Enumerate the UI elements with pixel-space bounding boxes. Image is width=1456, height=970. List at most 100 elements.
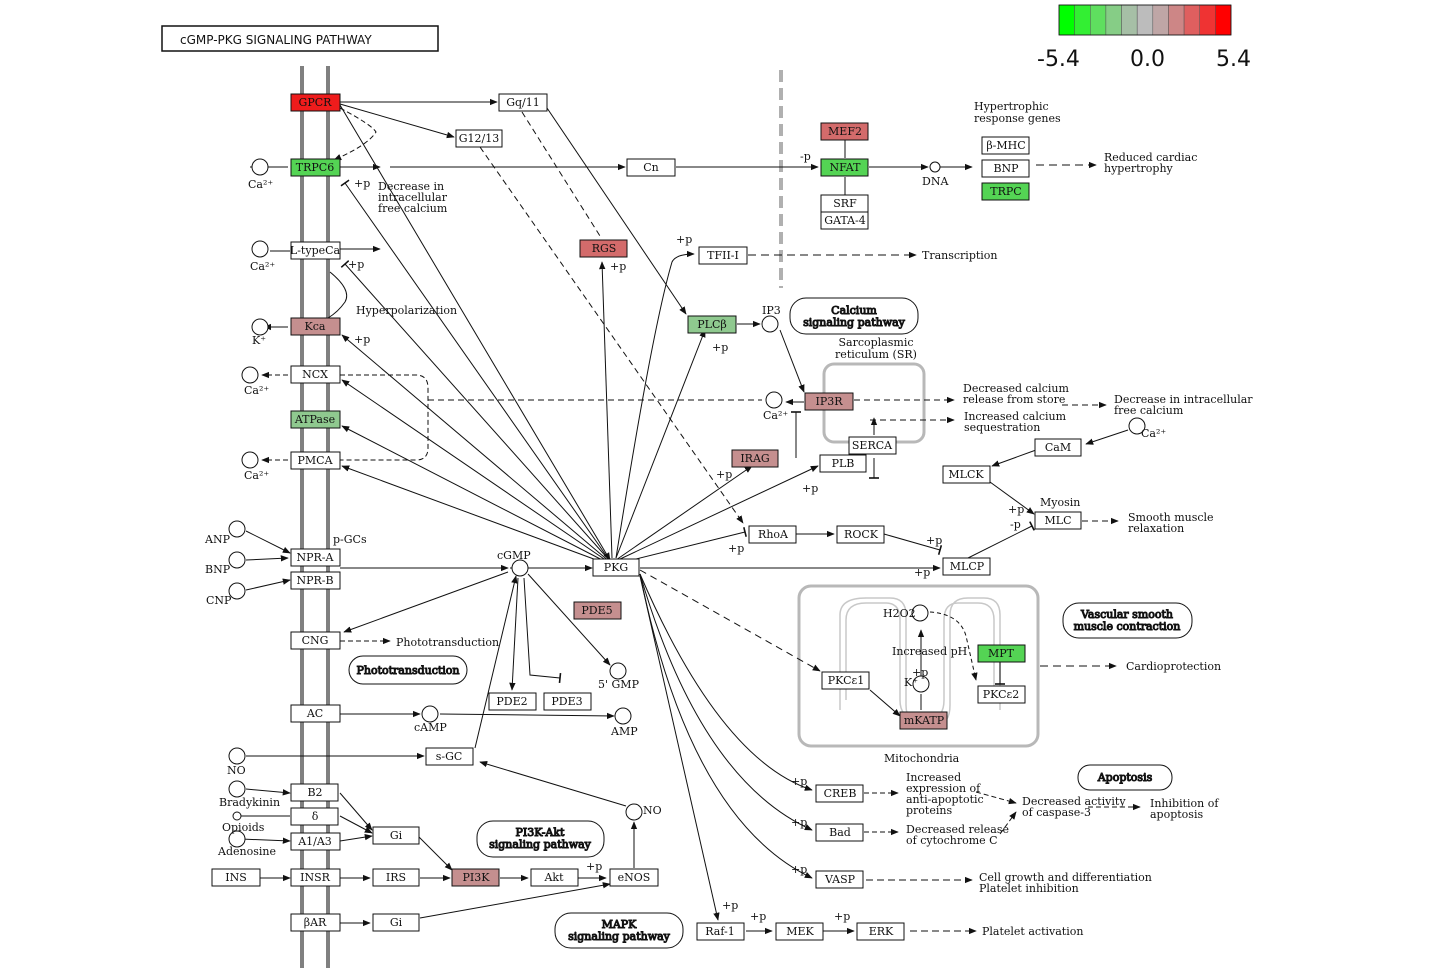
- cgmp-label: cGMP: [497, 549, 531, 562]
- gene-creb[interactable]: CREB: [815, 784, 864, 803]
- plus-p-label: +p: [914, 566, 930, 579]
- gene-cam[interactable]: CaM: [1034, 438, 1082, 457]
- ca-label: Ca²⁺: [250, 260, 275, 273]
- cell-growth-label: Platelet inhibition: [979, 882, 1079, 895]
- gene-pde2[interactable]: PDE2: [488, 692, 537, 711]
- anp-circle: [228, 520, 246, 538]
- apoptosis-pathway-link[interactable]: Apoptosis: [1077, 764, 1173, 791]
- gene-irs[interactable]: IRS: [372, 868, 420, 887]
- gene-gi-lower[interactable]: Gi: [372, 913, 420, 932]
- gene-trpc6[interactable]: TRPC6: [290, 158, 341, 177]
- svg-text:GATA-4: GATA-4: [824, 214, 866, 227]
- gene-insr[interactable]: INSR: [290, 868, 341, 887]
- gene-gq11[interactable]: Gq/11: [498, 93, 548, 112]
- svg-text:IRAG: IRAG: [740, 452, 769, 465]
- plus-p-label: +p: [354, 177, 370, 190]
- gene-cn[interactable]: Cn: [626, 158, 676, 177]
- svg-text:NCX: NCX: [302, 368, 328, 381]
- cytochrome-label: of cytochrome C: [906, 834, 998, 847]
- gene-ip3r[interactable]: IP3R: [804, 392, 854, 411]
- gene-cng[interactable]: CNG: [290, 631, 341, 650]
- gene-mpt[interactable]: MPT: [977, 644, 1026, 663]
- gene-ltype-ca[interactable]: L-typeCa: [290, 241, 341, 260]
- gene-gata4[interactable]: GATA-4: [820, 211, 869, 230]
- gene-gi-upper[interactable]: Gi: [372, 826, 420, 845]
- gene-rhoa[interactable]: RhoA: [748, 525, 797, 544]
- gene-pkg[interactable]: PKG: [592, 558, 640, 577]
- gene-pi3k[interactable]: PI3K: [451, 868, 500, 887]
- hyperpolarization-label: Hyperpolarization: [356, 304, 457, 317]
- gene-pde5[interactable]: PDE5: [573, 601, 622, 620]
- gene-ncx[interactable]: NCX: [290, 365, 341, 384]
- gene-raf1[interactable]: Raf-1: [696, 922, 745, 941]
- gene-npr-b[interactable]: NPR-B: [290, 571, 341, 590]
- mapk-pathway-link[interactable]: MAPK signaling pathway: [554, 912, 684, 949]
- cam-ca-circle: [1128, 417, 1146, 435]
- svg-text:ERK: ERK: [869, 925, 894, 938]
- gene-rock[interactable]: ROCK: [836, 525, 885, 544]
- gene-serca[interactable]: SERCA: [848, 436, 897, 455]
- svg-text:NFAT: NFAT: [830, 161, 862, 174]
- gene-npr-a[interactable]: NPR-A: [290, 548, 341, 567]
- decrease-intracellular-label: Decrease in intracellular: [1114, 393, 1253, 406]
- gene-gpcr[interactable]: GPCR: [290, 93, 341, 112]
- svg-text:MLCP: MLCP: [950, 560, 985, 573]
- caspase-label: Decreased activity: [1022, 795, 1126, 808]
- gene-kca[interactable]: Kca: [290, 317, 341, 336]
- gene-mlc[interactable]: MLC: [1034, 511, 1082, 530]
- opioids-label: Opioids: [222, 821, 265, 834]
- gene-srf[interactable]: SRF: [820, 194, 869, 213]
- gene-pkce2[interactable]: PKCε2: [977, 685, 1026, 704]
- ca-label: Ca²⁺: [763, 409, 788, 422]
- gene-pde3[interactable]: PDE3: [543, 692, 592, 711]
- gene-vasp[interactable]: VASP: [815, 870, 864, 889]
- gene-mek[interactable]: MEK: [775, 922, 824, 941]
- gene-enos[interactable]: eNOS: [609, 868, 659, 887]
- gene-s-gc[interactable]: s-GC: [425, 747, 474, 766]
- myosin-label: Myosin: [1040, 496, 1080, 509]
- sr-ca-circle: [765, 391, 783, 409]
- gene-bnp[interactable]: BNP: [981, 159, 1030, 178]
- gene-rgs[interactable]: RGS: [579, 239, 628, 258]
- gene-nfat[interactable]: NFAT: [820, 158, 869, 177]
- gene-erk[interactable]: ERK: [856, 922, 905, 941]
- svg-text:Apoptosis: Apoptosis: [1097, 771, 1153, 784]
- gene-ac[interactable]: AC: [290, 704, 341, 723]
- gene-irag[interactable]: IRAG: [731, 449, 779, 468]
- antiapoptotic-label: expression of: [906, 782, 981, 795]
- camp-circle: [421, 705, 439, 723]
- svg-text:CREB: CREB: [824, 787, 857, 800]
- gene-mlcp[interactable]: MLCP: [942, 557, 991, 576]
- bnp-circle: [228, 551, 246, 569]
- gene-pmca[interactable]: PMCA: [290, 451, 341, 470]
- gene-plcb[interactable]: PLCβ: [687, 315, 737, 334]
- gene-atpase[interactable]: ATPase: [290, 410, 341, 429]
- svg-text:signaling pathway: signaling pathway: [489, 838, 592, 851]
- calcium-pathway-link[interactable]: Calcium signaling pathway: [789, 297, 919, 335]
- svg-text:MLC: MLC: [1045, 514, 1072, 527]
- gene-g1213[interactable]: G12/13: [455, 129, 503, 148]
- gene-delta[interactable]: δ: [290, 807, 339, 826]
- gene-bar[interactable]: βAR: [290, 913, 341, 932]
- phototransduction-label: Phototransduction: [396, 636, 499, 649]
- gene-pkce1[interactable]: PKCε1: [821, 671, 870, 690]
- gene-mkatp[interactable]: mKATP: [899, 711, 948, 730]
- phototransduction-pathway-link[interactable]: Phototransduction: [348, 655, 468, 685]
- gene-ins[interactable]: INS: [211, 868, 261, 887]
- gene-b-mhc[interactable]: β-MHC: [981, 136, 1030, 155]
- gene-tfii-i[interactable]: TFII-I: [698, 246, 748, 265]
- vascular-pathway-link[interactable]: Vascular smooth muscle contraction: [1062, 602, 1193, 639]
- ca-ion-circle: [251, 240, 269, 258]
- gene-bad[interactable]: Bad: [815, 823, 864, 842]
- decrease-ca-label: intracellular: [378, 191, 448, 204]
- gene-mef2[interactable]: MEF2: [820, 122, 869, 141]
- gene-trpc[interactable]: TRPC: [981, 182, 1030, 201]
- gene-akt[interactable]: Akt: [530, 868, 579, 887]
- gene-a1a3[interactable]: A1/A3: [290, 832, 341, 851]
- gene-mlck[interactable]: MLCK: [942, 465, 991, 484]
- svg-text:eNOS: eNOS: [618, 871, 651, 884]
- gene-plb[interactable]: PLB: [819, 454, 867, 473]
- antiapoptotic-label: Increased: [906, 771, 961, 784]
- gene-b2[interactable]: B2: [290, 783, 339, 802]
- pi3k-akt-pathway-link[interactable]: PI3K-Akt signaling pathway: [476, 820, 605, 858]
